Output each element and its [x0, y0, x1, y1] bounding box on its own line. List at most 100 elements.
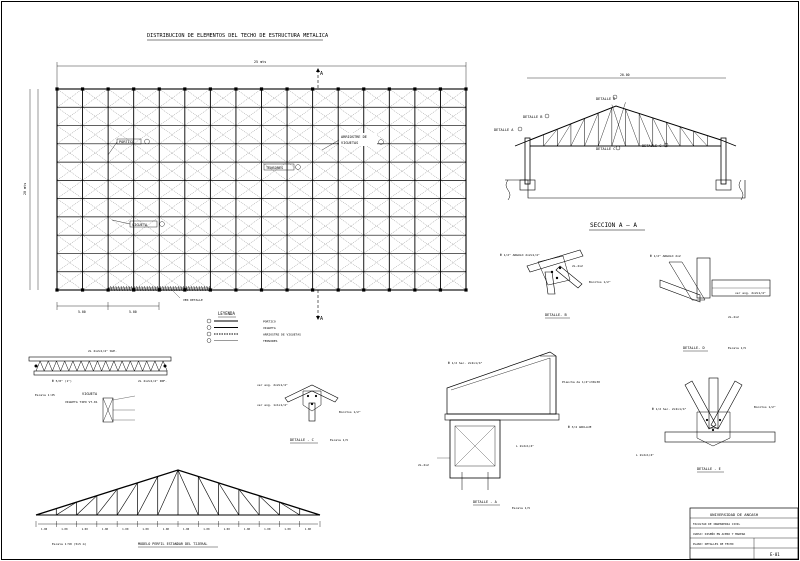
vigueta-web-bar	[84, 360, 90, 372]
bracing-line	[414, 125, 441, 144]
bracing-line	[210, 271, 237, 291]
eave-hatch-mark	[144, 285, 147, 292]
vigueta-web-bar	[43, 360, 49, 372]
vigueta-web-bar	[121, 360, 127, 372]
column-marker	[157, 288, 161, 292]
eave-hatch-mark	[149, 285, 152, 292]
bracing-line	[261, 271, 288, 291]
truss-diagonal	[96, 489, 118, 516]
truss-dim-label: 1.00	[122, 527, 129, 531]
truss-dim-label: 1.00	[264, 527, 271, 531]
bracing-line	[338, 253, 364, 272]
bracing-line	[108, 107, 134, 126]
bracing-line	[133, 235, 160, 254]
bracing-line	[261, 216, 288, 236]
truss-dim-label: 1.00	[305, 527, 312, 531]
bracing-line	[440, 180, 467, 199]
bracing-line	[440, 125, 467, 144]
eave-hatch-mark	[203, 285, 206, 292]
bracing-line	[261, 198, 288, 218]
bracing-line	[82, 161, 109, 181]
bracing-line	[159, 88, 185, 108]
truss-diagonal	[238, 489, 260, 516]
vigueta-end	[34, 364, 38, 368]
label-box	[116, 138, 142, 145]
bracing-line	[363, 180, 390, 199]
bracing-line	[261, 107, 288, 126]
truss-diagonal	[218, 482, 240, 516]
bracing-line	[82, 235, 109, 254]
label-arriostres: ARRIOSTRE DE VIGUETAS	[321, 133, 384, 151]
vigueta-elevation: 2L 2x2x1/4" SUP. Φ 5/8" (1") 2L 2x2x1/4"…	[28, 349, 172, 423]
bracing-line	[184, 271, 211, 291]
detail-a-rafter-inner	[450, 357, 551, 391]
detail-a-chord	[444, 413, 560, 421]
bracing-line	[440, 143, 467, 163]
bracing-line	[235, 125, 262, 144]
bracing-line	[389, 235, 415, 254]
section-web-diagonal	[584, 112, 599, 147]
bracing-line	[210, 216, 237, 236]
bracing-line	[82, 180, 109, 199]
eave-hatch-mark	[157, 285, 160, 292]
column-marker	[55, 288, 59, 292]
bracing-line	[82, 107, 109, 126]
truss-dim-label: 1.00	[102, 527, 109, 531]
bracing-line	[235, 107, 262, 126]
detail-b-vertical	[544, 271, 556, 295]
bracing-line	[440, 235, 467, 254]
bracing-line	[312, 235, 339, 254]
plan-dim-bay: 5.00	[129, 310, 137, 314]
plan-dim-width: 25 mts	[254, 60, 266, 64]
detail-a-scale: Escala 1/5	[512, 506, 530, 510]
eave-hatch-mark	[170, 285, 173, 292]
bracing-line	[159, 271, 185, 291]
bracing-line	[286, 143, 313, 163]
bracing-line	[338, 161, 364, 181]
bracing-line	[56, 198, 83, 218]
bracing-line	[389, 271, 415, 291]
bracing-line	[363, 107, 390, 126]
detail-a-callout: Φ 3/4 ANCLAJE	[568, 425, 592, 429]
detail-b-chord	[526, 249, 584, 273]
bracing-line	[414, 125, 441, 144]
eave-hatch-mark	[177, 285, 180, 292]
bracing-line	[312, 216, 339, 236]
column-marker	[438, 288, 443, 292]
callout-detalle-a: DETALLE A	[494, 128, 514, 132]
bracing-line	[414, 88, 441, 108]
bracing-line	[82, 253, 109, 272]
detail-d-scale: Escala 1/5	[728, 346, 746, 350]
bracing-line	[440, 216, 467, 236]
bracing-line	[56, 253, 83, 272]
bracing-line	[261, 88, 288, 108]
bracing-line	[210, 125, 237, 144]
eave-hatch-mark	[115, 285, 118, 292]
label-porticos: PORTICO	[107, 138, 150, 156]
column-marker	[387, 288, 391, 292]
label-leader	[321, 139, 340, 151]
bracing-line	[210, 125, 237, 144]
detail-b-diagonal	[555, 265, 583, 289]
eave-hatch-mark	[206, 285, 209, 292]
plan-porticos	[55, 87, 468, 292]
bracing-line	[184, 88, 211, 108]
eave-hatch-mark	[164, 285, 167, 292]
callout-bubble	[663, 142, 669, 148]
bracing-line	[338, 107, 364, 126]
bracing-line	[133, 107, 160, 126]
vigueta-web-bar	[150, 360, 156, 372]
bracing-line	[108, 161, 134, 181]
bracing-line	[440, 125, 467, 144]
title-block-university: UNIVERSIDAD DE ANCASH	[710, 512, 759, 517]
bracing-line	[261, 198, 288, 218]
bracing-line	[210, 198, 237, 218]
label-leader	[107, 141, 118, 156]
vigueta-web	[34, 360, 168, 372]
section-eave	[514, 139, 531, 147]
bracing-line	[338, 235, 364, 254]
column-marker	[259, 288, 264, 292]
bracing-line	[159, 143, 185, 163]
ground-break	[738, 179, 744, 201]
